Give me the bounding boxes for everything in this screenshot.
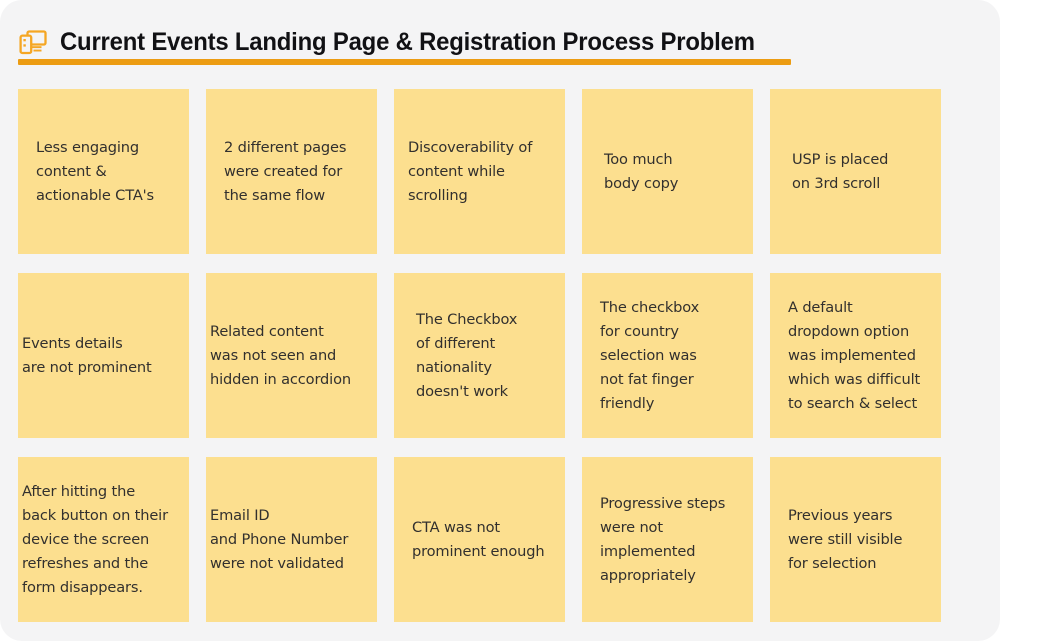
sticky-note-text: Events details are not prominent — [22, 334, 152, 376]
sticky-note-text: CTA was not prominent enough — [412, 518, 545, 560]
sticky-note-text: After hitting the back button on their d… — [22, 482, 168, 596]
sticky-note-text: USP is placed on 3rd scroll — [792, 150, 889, 192]
sticky-note-text: Too much body copy — [604, 150, 679, 192]
page-title: Current Events Landing Page & Registrati… — [60, 28, 755, 56]
sticky-note-text: Email ID and Phone Number were not valid… — [210, 506, 349, 572]
sticky-note-text: The Checkbox of different nationality do… — [416, 310, 518, 400]
sticky-note[interactable]: 2 different pages were created for the s… — [206, 89, 377, 254]
sticky-note-text: Less engaging content & actionable CTA's — [36, 138, 154, 204]
sticky-note[interactable]: USP is placed on 3rd scroll — [770, 89, 941, 254]
sticky-note-text: Progressive steps were not implemented a… — [600, 494, 726, 584]
page-header: Current Events Landing Page & Registrati… — [18, 18, 958, 66]
sticky-note-text: Related content was not seen and hidden … — [210, 322, 351, 388]
sticky-note[interactable]: CTA was not prominent enough — [394, 457, 565, 622]
sticky-note[interactable]: Less engaging content & actionable CTA's — [18, 89, 189, 254]
sticky-note-text: Previous years were still visible for se… — [788, 506, 903, 572]
sticky-note[interactable]: Events details are not prominent — [18, 273, 189, 438]
sticky-note[interactable]: Too much body copy — [582, 89, 753, 254]
sticky-note[interactable]: After hitting the back button on their d… — [18, 457, 189, 622]
sticky-note-text: Discoverability of content while scrolli… — [408, 138, 533, 204]
sticky-note-text: A default dropdown option was implemente… — [788, 298, 921, 412]
sticky-note[interactable]: Email ID and Phone Number were not valid… — [206, 457, 377, 622]
responsive-devices-icon — [18, 27, 48, 57]
sticky-note[interactable]: A default dropdown option was implemente… — [770, 273, 941, 438]
sticky-note-board: Less engaging content & actionable CTA's… — [18, 89, 941, 622]
sticky-note[interactable]: Previous years were still visible for se… — [770, 457, 941, 622]
sticky-note[interactable]: Related content was not seen and hidden … — [206, 273, 377, 438]
sticky-note[interactable]: Discoverability of content while scrolli… — [394, 89, 565, 254]
sticky-note-text: 2 different pages were created for the s… — [224, 138, 347, 204]
sticky-note-text: The checkbox for country selection was n… — [600, 298, 700, 412]
sticky-note[interactable]: The Checkbox of different nationality do… — [394, 273, 565, 438]
sticky-note[interactable]: The checkbox for country selection was n… — [582, 273, 753, 438]
title-underline-rule — [18, 59, 791, 65]
sticky-note[interactable]: Progressive steps were not implemented a… — [582, 457, 753, 622]
